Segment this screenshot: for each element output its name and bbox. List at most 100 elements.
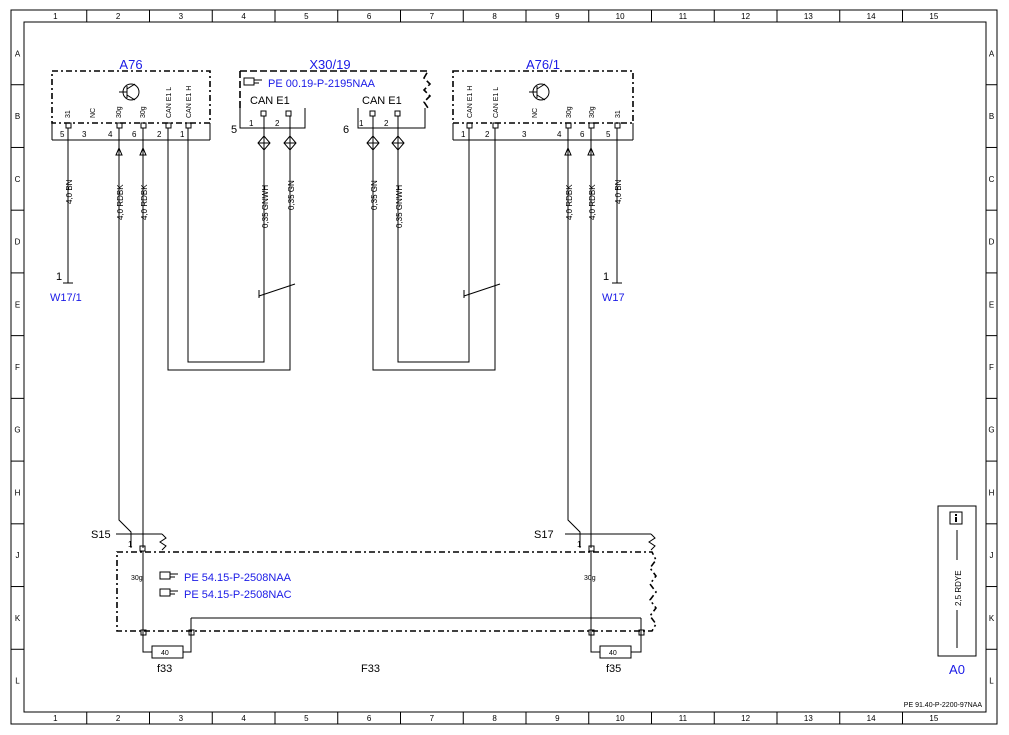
- row-label: H: [15, 488, 21, 497]
- column-label: 4: [241, 12, 246, 21]
- a76-pin-num-5: 5: [60, 130, 65, 139]
- row-label: C: [989, 175, 995, 184]
- column-label: 3: [179, 714, 184, 723]
- a76-1-pin-num-1: 1: [461, 130, 466, 139]
- s15-pin: 1: [128, 540, 133, 549]
- fuse-box-f33: 30g 30g PE 54.15-P-2508NAA PE 54.15-P-25…: [116, 551, 657, 675]
- row-label: K: [15, 614, 21, 623]
- w17-1-pin: 1: [56, 271, 62, 283]
- column-label: 10: [616, 714, 625, 723]
- row-label: B: [989, 112, 994, 121]
- document-reference: PE 91.40-P-2200-97NAA: [904, 702, 983, 709]
- info-icon[interactable]: [949, 511, 963, 525]
- row-label: L: [989, 677, 994, 686]
- row-label: F: [989, 363, 994, 372]
- component-a76: A76 31 NC 30g 30g CAN E1 L CAN E1 H 5 3 …: [51, 57, 211, 141]
- hand-pointer-icon: [159, 571, 178, 580]
- f33-ref-link-1[interactable]: PE 54.15-P-2508NAA: [184, 572, 292, 584]
- fuse-f35-rating: 40: [609, 650, 617, 657]
- row-label: J: [990, 551, 994, 560]
- row-label: L: [15, 677, 20, 686]
- x30-19-label[interactable]: X30/19: [309, 57, 350, 72]
- w17-label[interactable]: W17: [602, 292, 625, 304]
- column-label: 10: [616, 12, 625, 21]
- row-label: C: [15, 175, 21, 184]
- a76-1-label[interactable]: A76/1: [526, 57, 560, 72]
- row-label: A: [989, 49, 995, 58]
- row-label: E: [989, 300, 994, 309]
- f33-terminal-left: 30g: [131, 575, 143, 582]
- column-label: 11: [679, 714, 688, 723]
- row-label: F: [15, 363, 20, 372]
- x30-19-group5-label: CAN E1: [250, 95, 290, 107]
- column-separators: [86, 10, 903, 724]
- wire-a76-30g-6-label: 4,0 RDBK: [140, 184, 149, 220]
- row-label: J: [16, 551, 20, 560]
- column-label: 5: [304, 12, 309, 21]
- a76-1-pin-num-3: 3: [522, 130, 527, 139]
- column-label: 1: [53, 714, 58, 723]
- f33-ref-link-2[interactable]: PE 54.15-P-2508NAC: [184, 589, 292, 601]
- row-label: E: [15, 300, 20, 309]
- fuse-f35: 40 f35: [588, 629, 645, 675]
- component-a76-1: A76/1 CAN E1 H CAN E1 L NC 30g 30g 31 1 …: [452, 57, 634, 141]
- a76-label[interactable]: A76: [119, 57, 142, 72]
- column-label: 5: [304, 714, 309, 723]
- wire-x6-2-label: 0,35 GNWH: [395, 185, 404, 228]
- column-label: 14: [867, 12, 876, 21]
- s15-label: S15: [91, 529, 111, 541]
- column-label: 2: [116, 714, 121, 723]
- splice-s15: S15 1: [91, 529, 167, 552]
- a76-pin-num-6: 6: [132, 130, 137, 139]
- column-label: 9: [555, 12, 560, 21]
- s17-pin: 1: [577, 540, 582, 549]
- column-label: 12: [741, 12, 750, 21]
- row-separators: [11, 84, 997, 650]
- a76-pin-label-31: 31: [65, 110, 72, 118]
- row-label: K: [989, 614, 995, 623]
- column-label: 12: [741, 714, 750, 723]
- a76-pin-label-can-h: CAN E1 H: [186, 86, 193, 118]
- column-label: 3: [179, 12, 184, 21]
- column-label: 4: [241, 714, 246, 723]
- column-label: 9: [555, 714, 560, 723]
- a76-1-pin-label-can-h: CAN E1 H: [467, 86, 474, 118]
- column-label: 13: [804, 714, 813, 723]
- fuse-f33-name: f33: [157, 663, 172, 675]
- a76-1-pin-label-31: 31: [615, 110, 622, 118]
- hand-pointer-icon: [243, 77, 262, 86]
- a0-label[interactable]: A0: [949, 662, 965, 677]
- x30-19-g6-pin2: 2: [384, 119, 389, 128]
- a76-1-pin-num-4: 4: [557, 130, 562, 139]
- column-label: 2: [116, 12, 121, 21]
- a76-1-pin-label-nc: NC: [532, 108, 539, 118]
- row-label: G: [14, 426, 20, 435]
- row-label: D: [15, 238, 21, 247]
- x30-19-ref-link[interactable]: PE 00.19-P-2195NAA: [268, 78, 376, 90]
- component-x30-19: X30/19 PE 00.19-P-2195NAA CAN E1 CAN E1 …: [231, 57, 432, 136]
- component-a0: 2,5 RDYE A0: [937, 505, 977, 677]
- x30-19-group6-num: 6: [343, 124, 349, 136]
- column-label: 7: [430, 714, 435, 723]
- wire-a76-1-31-label: 4,0 BN: [614, 179, 623, 204]
- wire-a76-30g-4-label: 4,0 RDBK: [116, 184, 125, 220]
- wire-a76-31-label: 4,0 BN: [65, 179, 74, 204]
- column-label: 6: [367, 12, 372, 21]
- row-label: G: [988, 426, 994, 435]
- row-label: D: [989, 238, 995, 247]
- x30-19-group6-label: CAN E1: [362, 95, 402, 107]
- row-labels-right: A B C D E F G H J K L: [988, 49, 994, 685]
- a76-pin-num-2: 2: [157, 130, 162, 139]
- a76-1-pin-num-5: 5: [606, 130, 611, 139]
- row-label: H: [989, 488, 995, 497]
- connector-symbols: [257, 135, 405, 151]
- wire-a76-1-30g-4-label: 4,0 RDBK: [565, 184, 574, 220]
- row-label: A: [15, 49, 21, 58]
- w17-1-label[interactable]: W17/1: [50, 292, 82, 304]
- a76-1-pin-num-6: 6: [580, 130, 585, 139]
- w17-pin: 1: [603, 271, 609, 283]
- a76-pin-num-3: 3: [82, 130, 87, 139]
- column-label: 15: [929, 12, 938, 21]
